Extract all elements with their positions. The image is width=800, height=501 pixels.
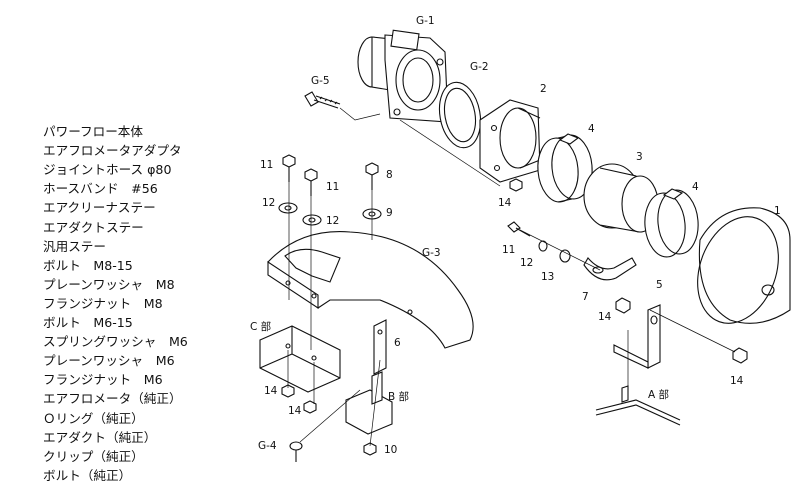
parts-list-text: ホースバンド #56 [43,181,158,197]
callout-g1: G-1 [416,15,435,27]
leader-lines [287,107,736,447]
air-cleaner-stay-5 [613,297,748,403]
parts-list-text: エアフロメータアダプタ [43,143,182,159]
callout-14c: 14 [730,375,744,387]
callout-g5: G-5 [311,75,330,87]
callout-2: 2 [540,83,547,95]
parts-list-text: ボルト M8-15 [43,257,133,273]
detail-c [259,325,341,393]
parts-list-text: フランジナット M6 [43,372,163,388]
parts-list-text: ジョイントホース φ80 [43,162,172,178]
power-flow-body-1 [697,207,791,324]
callout-labels: G-1 G-2 G-5 2 4 3 4 1 14 11 12 13 7 5 14… [250,15,781,456]
callout-4b: 4 [692,181,699,193]
detail-a-label: A 部 [648,388,669,401]
o-ring-g2 [438,81,482,149]
parts-list-text: 汎用ステー [43,238,106,254]
air-duct-stay-6 [373,319,387,375]
hose-band-4b [644,188,699,258]
callout-14d: 14 [264,385,278,397]
callout-14e: 14 [288,405,302,417]
airflow-adapter-2 [479,99,541,183]
parts-list-text: クリップ（純正） [43,448,144,464]
callout-6: 6 [394,337,401,349]
parts-list-text: プレーンワッシャ M8 [43,276,175,292]
callout-4a: 4 [588,123,595,135]
callout-g2: G-2 [470,61,489,73]
callout-12a: 12 [262,197,275,209]
hardware-11-12-13 [507,221,571,263]
callout-11b: 11 [326,181,339,193]
callout-9: 9 [386,207,393,219]
parts-list-text: フランジナット M8 [43,295,163,311]
generic-stay-7 [583,257,637,281]
parts-list-text: ボルト（純正） [43,467,132,483]
parts-list-text: エアフロメータ（純正） [43,391,182,407]
parts-list-text: エアダクト（純正） [43,429,157,445]
callout-11a: 11 [260,159,273,171]
callout-12c: 12 [520,257,533,269]
parts-list-text: スプリングワッシャ M6 [43,334,188,350]
callout-10: 10 [384,444,397,456]
callout-13: 13 [541,271,554,283]
parts-list-text: パワーフロー本体 [43,124,143,139]
air-duct-g3 [267,231,474,349]
callout-14a: 14 [498,197,512,209]
parts-list-text: プレーンワッシャ M6 [43,353,175,369]
callout-12b: 12 [326,215,339,227]
callout-1: 1 [774,205,781,217]
callout-14b: 14 [598,311,612,323]
parts-list-text: エアクリーナステー [43,200,156,216]
callout-g3: G-3 [422,247,441,259]
callout-g4: G-4 [258,440,277,452]
detail-b-label: B 部 [388,390,409,403]
bolt-g5 [304,91,341,109]
callout-7: 7 [582,291,589,303]
detail-c-label: C 部 [250,320,271,333]
callout-3: 3 [636,151,643,163]
hose-band-4a [537,133,593,203]
airflow-meter-g1 [357,29,449,123]
callout-5: 5 [656,279,663,291]
parts-list-text: ボルト M6-15 [43,315,133,330]
callout-11c: 11 [502,244,515,256]
detail-a [595,399,681,426]
detail-b [345,371,393,435]
bolts-and-washers [278,154,382,226]
parts-list-text: エアダクトステー [43,219,144,235]
callout-8: 8 [386,169,393,181]
parts-list-text: Ｏリング（純正） [43,410,144,426]
